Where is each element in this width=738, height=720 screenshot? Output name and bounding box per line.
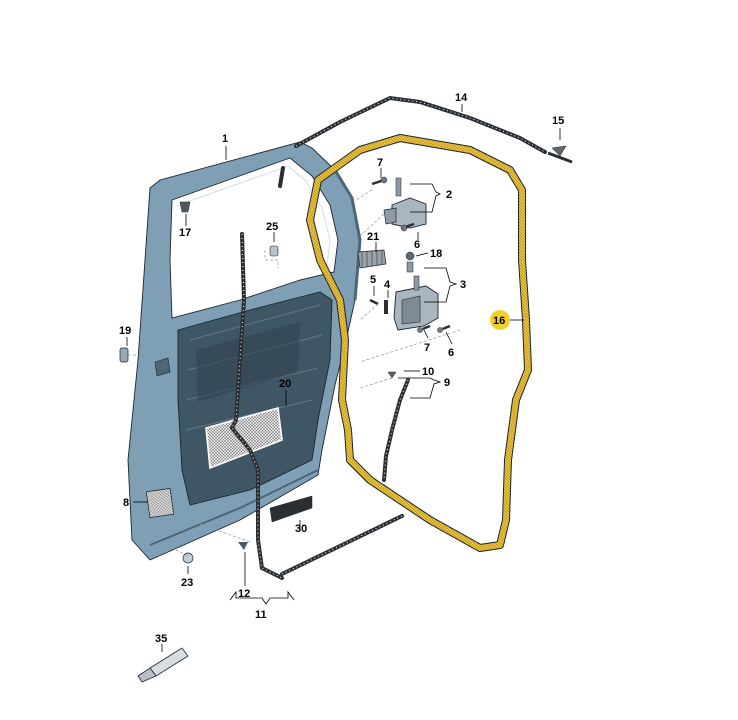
- sill-strip[interactable]: [280, 514, 404, 576]
- vent-grille-8[interactable]: [145, 488, 175, 518]
- bolt-5[interactable]: [369, 298, 379, 306]
- plug-23[interactable]: [182, 552, 194, 564]
- clip-15[interactable]: [551, 145, 567, 157]
- callout-25: 25: [266, 221, 278, 233]
- callout-16: 16: [493, 315, 505, 327]
- clip-10[interactable]: [387, 371, 397, 379]
- bolt-2-top[interactable]: [395, 177, 402, 197]
- bolt-6-upper[interactable]: [400, 222, 415, 232]
- moulding-30[interactable]: [269, 495, 313, 523]
- alignment-lines: [128, 189, 461, 557]
- pin-18[interactable]: [405, 251, 415, 273]
- callout-10: 10: [422, 366, 434, 378]
- adhesive-tube-icon[interactable]: [137, 647, 189, 683]
- callout-21: 21: [367, 231, 379, 243]
- callout-20: 20: [279, 378, 291, 390]
- callout-7-lower: 7: [424, 342, 430, 354]
- callout-30: 30: [295, 523, 307, 535]
- callout-6-upper: 6: [414, 239, 420, 251]
- callout-35: 35: [155, 633, 167, 645]
- callout-11: 11: [255, 609, 267, 621]
- callout-2: 2: [446, 189, 452, 201]
- roof-seal-14[interactable]: [294, 95, 547, 154]
- upper-hinge-2[interactable]: [383, 197, 427, 229]
- bolt-7-lower[interactable]: [417, 324, 431, 333]
- callout-4: 4: [384, 279, 391, 291]
- lower-hinge-3[interactable]: [393, 275, 439, 331]
- clip-12[interactable]: [238, 542, 248, 550]
- insulation-mat-20[interactable]: [205, 406, 283, 470]
- bolt-6-lower[interactable]: [437, 324, 451, 333]
- callout-15: 15: [552, 115, 564, 127]
- bolt-7-upper[interactable]: [371, 176, 388, 186]
- callout-12: 12: [238, 588, 250, 600]
- callout-16-badge: 16: [490, 310, 510, 330]
- callout-14: 14: [455, 92, 468, 104]
- callout-9: 9: [444, 377, 450, 389]
- check-strap-seal-9[interactable]: [382, 378, 410, 482]
- callout-8: 8: [123, 497, 129, 509]
- callout-7-upper: 7: [377, 157, 383, 169]
- clip-17[interactable]: [179, 201, 191, 213]
- callout-1: 1: [222, 133, 228, 145]
- plug-25[interactable]: [269, 245, 279, 257]
- callout-3: 3: [460, 279, 466, 291]
- bar-4[interactable]: [384, 300, 388, 314]
- callout-17: 17: [179, 227, 191, 239]
- clip-19[interactable]: [119, 347, 129, 363]
- callout-23: 23: [181, 577, 193, 589]
- callout-5: 5: [370, 274, 376, 286]
- door-shell[interactable]: [127, 141, 362, 561]
- callout-18: 18: [430, 248, 442, 260]
- leaders: [126, 104, 561, 652]
- callout-19: 19: [119, 325, 131, 337]
- callout-6-lower: 6: [448, 347, 454, 359]
